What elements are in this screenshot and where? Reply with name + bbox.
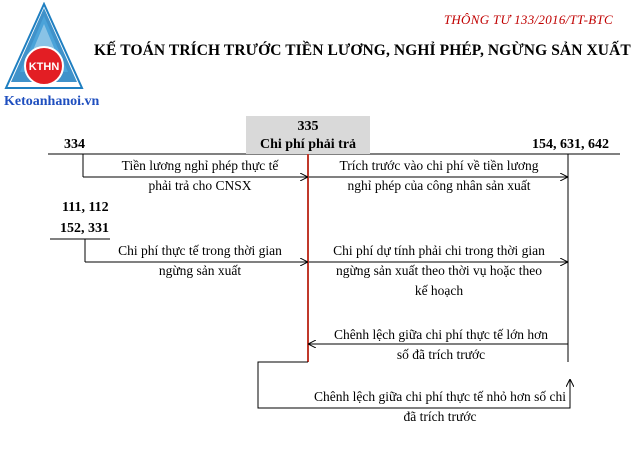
entry-line: Trích trước vào chi phí về tiền lương <box>339 158 539 173</box>
entry-line: số đã trích trước <box>396 347 486 362</box>
website-label: Ketoanhanoi.vn <box>4 94 100 109</box>
entry-line: phải trả cho CNSX <box>148 178 252 193</box>
kthn-logo: KTHN <box>4 2 84 89</box>
entry-excess-actual-cost: Chênh lệch giữa chi phí thực tế lớn hơn … <box>318 325 564 365</box>
entry-line: nghỉ phép của công nhân sản xuất <box>347 178 531 193</box>
account-334-label: 334 <box>64 137 85 152</box>
account-335-header: 335 Chi phí phải trả <box>246 116 370 154</box>
page-title: KẾ TOÁN TRÍCH TRƯỚC TIỀN LƯƠNG, NGHỈ PHÉ… <box>94 42 631 59</box>
entry-line: đã trích trước <box>403 409 477 424</box>
entry-actual-stoppage-cost: Chi phí thực tế trong thời gian ngừng sả… <box>100 241 300 281</box>
entry-line: Chênh lệch giữa chi phí thực tế lớn hơn <box>333 327 549 342</box>
entry-line: Tiền lương nghỉ phép thực tế <box>121 158 279 173</box>
entry-line: Chi phí thực tế trong thời gian <box>118 243 282 258</box>
account-right-label: 154, 631, 642 <box>532 137 609 152</box>
circular-reference: THÔNG TƯ 133/2016/TT-BTC <box>443 12 613 27</box>
entry-line: ngừng sản xuất theo thời vụ hoặc theo <box>335 263 543 278</box>
entry-shortfall-actual-cost: Chênh lệch giữa chi phí thực tế nhỏ hơn … <box>290 387 590 427</box>
entry-accrued-leave-pay: Trích trước vào chi phí về tiền lương ng… <box>320 156 558 196</box>
logo-circle <box>24 46 64 86</box>
account-335-code: 335 <box>297 119 319 134</box>
logo-text: KTHN <box>29 61 60 73</box>
entry-actual-leave-pay: Tiền lương nghỉ phép thực tế phải trả ch… <box>100 156 300 196</box>
entry-line: Chi phí dự tính phải chi trong thời gian <box>333 243 545 258</box>
account-111-112-label: 111, 112 <box>62 200 109 215</box>
posting-arrows <box>83 177 570 408</box>
entry-line: ngừng sản xuất <box>158 263 242 278</box>
entry-estimated-stoppage-cost: Chi phí dự tính phải chi trong thời gian… <box>318 241 560 301</box>
entry-line: kế hoạch <box>414 283 464 298</box>
account-335-name: Chi phí phải trả <box>259 137 357 152</box>
entry-line: Chênh lệch giữa chi phí thực tế nhỏ hơn … <box>314 389 566 404</box>
account-152-331-label: 152, 331 <box>60 221 109 236</box>
